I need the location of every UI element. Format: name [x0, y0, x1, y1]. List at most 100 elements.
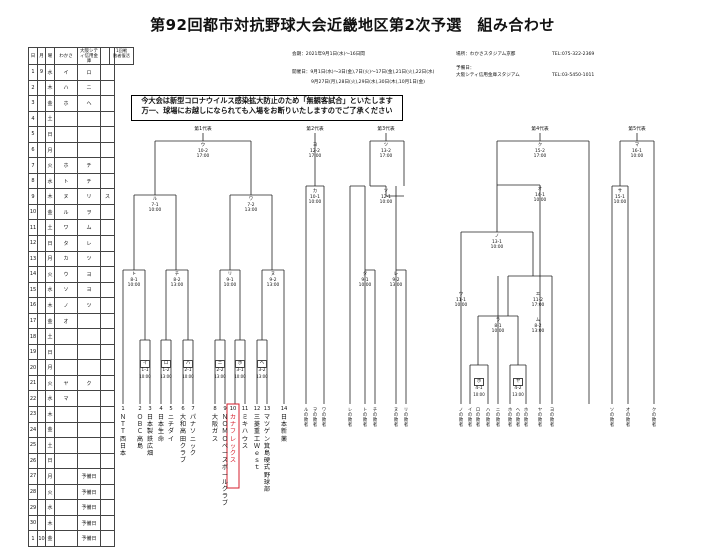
- info-reserve-label: 予備日：: [456, 66, 475, 71]
- match-code: ウ: [458, 292, 464, 297]
- match-time: 13:00: [531, 329, 545, 335]
- match-time: 10:00: [139, 373, 151, 379]
- match-number: 13-1: [492, 239, 502, 245]
- match-number: 13-2: [381, 148, 391, 154]
- match-code: ホ: [234, 360, 246, 368]
- match-number: 9-1: [361, 277, 369, 283]
- match-number: 3-2: [258, 368, 266, 373]
- team-number: 10: [229, 406, 237, 412]
- match-code: ロ: [160, 360, 172, 368]
- match-number: 15-2: [535, 148, 545, 154]
- match-number: 10-2: [198, 148, 208, 154]
- team-number: 13: [263, 406, 271, 412]
- loser-label: ロの敗者: [475, 408, 481, 428]
- match-number: 9-2: [392, 277, 400, 283]
- info-dates-2: 9月27日(月),28日(火),29日(水),30日(木),10月1日(金): [311, 80, 425, 85]
- match-code: ワ: [248, 197, 254, 202]
- loser-label: トの敗者: [362, 408, 368, 428]
- match-time: 13:00: [244, 208, 258, 214]
- team-number: 3: [148, 406, 152, 412]
- legend-box: 1回戦 敗者復活: [109, 47, 134, 65]
- match-code: カ: [312, 189, 318, 194]
- match-number: 10-1: [310, 194, 320, 200]
- team-name: 日本製鉄広畑: [146, 414, 154, 458]
- match-number: 8-1: [130, 277, 138, 283]
- info-venue: 場所：わかさスタジアム京都: [456, 52, 516, 57]
- team-name: 大和高田クラブ: [179, 414, 187, 465]
- loser-label: ヨの敗者: [549, 408, 555, 428]
- notice-box: 今大会は新型コロナウイルス感染拡大防止のため「無観客試合」といたします 万一、球…: [131, 95, 403, 121]
- page-title: 第92回都市対抗野球大会近畿地区第2次予選 組み合わせ: [150, 16, 555, 34]
- info-tel-2: TEL:03-5450-1011: [552, 73, 595, 78]
- match-time: 10:00: [379, 200, 393, 206]
- info-dates-1: 開催日：9月1日(水)～3日(金),7日(火)～17日(金),21日(火),22…: [292, 70, 435, 75]
- team-number: 11: [241, 406, 249, 412]
- match-code: ト: [131, 272, 137, 277]
- rep-label-3: 第3代表: [377, 127, 395, 132]
- match-code: ヤ: [512, 378, 524, 386]
- team-number: 6: [181, 406, 185, 412]
- match-number: 12-2: [310, 148, 320, 154]
- match-time: 17:00: [533, 154, 547, 160]
- match-time: 13:00: [170, 283, 184, 289]
- match-number: 7-2: [247, 202, 255, 208]
- match-number: 1-2: [162, 368, 170, 373]
- rep-label-5: 第5代表: [628, 127, 646, 132]
- match-number: 2-2: [216, 368, 224, 373]
- loser-label: チの敗者: [372, 408, 378, 428]
- team-name: ＮＴＴ西日本: [119, 414, 127, 458]
- match-time: 13:00: [266, 283, 280, 289]
- match-code: ク: [537, 143, 543, 148]
- schedule-header-row: 日月曜わかさ大阪シティ信用金庫: [28, 47, 115, 65]
- match-time: 17:00: [379, 154, 393, 160]
- team-number: 12: [253, 406, 261, 412]
- match-code: オ: [537, 187, 543, 192]
- match-number: 15-1: [615, 194, 625, 200]
- match-number: 11-1: [456, 297, 466, 303]
- loser-label: ヘの敗者: [515, 408, 521, 428]
- match-time: 10:00: [234, 373, 246, 379]
- rep-label-4: 第4代表: [531, 127, 549, 132]
- match-time: 13:00: [389, 283, 403, 289]
- match-time: 13:00: [214, 373, 226, 379]
- loser-label: ハの敗者: [485, 408, 491, 428]
- loser-label: レの敗者: [347, 408, 353, 428]
- match-time: 10:00: [630, 154, 644, 160]
- schedule-header-cell: 大阪シティ信用金庫: [77, 47, 101, 65]
- team-name: 日本新薬: [280, 414, 288, 443]
- match-time: 10:00: [490, 245, 504, 251]
- info-period: 会期：2021年9月1日(水)～16日間: [292, 52, 365, 57]
- match-time: 10:00: [454, 303, 468, 309]
- match-number: 8-1: [494, 323, 502, 329]
- match-number: 4-1: [475, 386, 483, 391]
- team-number: 7: [191, 406, 195, 412]
- match-code: リ: [227, 272, 233, 277]
- match-time: 17:00: [308, 154, 322, 160]
- match-time: 10:00: [308, 200, 322, 206]
